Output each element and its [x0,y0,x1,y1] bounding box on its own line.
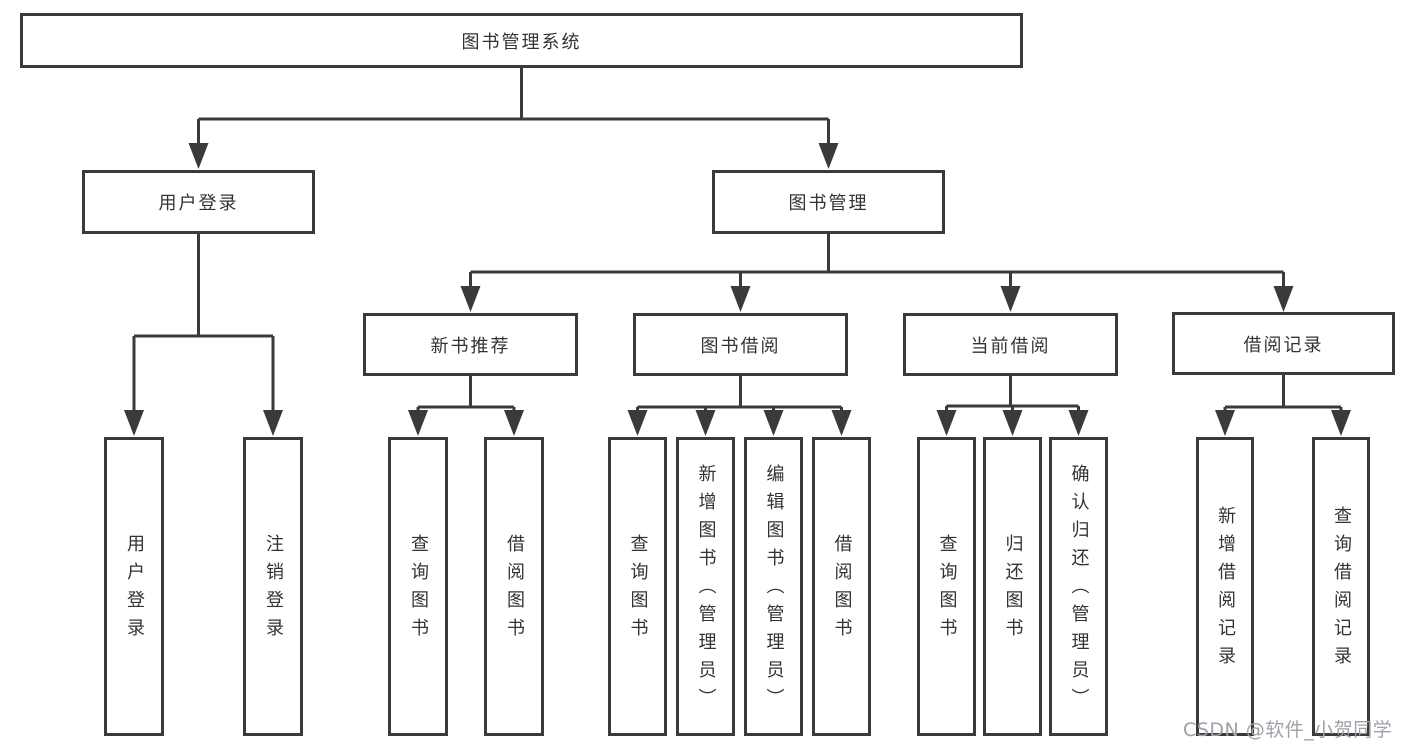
leaf-current-query-books: 查询图书 [917,437,976,736]
connector-user-login-to-leaves [124,234,283,436]
arrowhead [504,410,524,436]
arrowhead [188,143,209,169]
leaf-logout: 注销登录 [243,437,303,736]
leaf-add-borrow-record: 新增借阅记录 [1196,437,1254,736]
arrowhead [408,410,428,436]
connector-book-management-to-level3 [460,234,1294,312]
arrowhead [124,410,144,436]
arrowhead [1215,410,1235,436]
node-book-borrowing: 图书借阅 [633,313,848,376]
arrowhead [1002,410,1023,436]
node-new-book-recommend: 新书推荐 [363,313,578,376]
node-root: 图书管理系统 [20,13,1023,68]
leaf-user-login: 用户登录 [104,437,164,736]
arrowhead [730,286,751,312]
node-user-login: 用户登录 [82,170,315,234]
leaf-return-books: 归还图书 [983,437,1042,736]
leaf-query-borrow-record: 查询借阅记录 [1312,437,1370,736]
arrowhead [695,410,716,436]
arrowhead [1331,410,1351,436]
arrowhead [460,286,481,312]
connector-borrowing-records-to-leaves [1215,374,1351,436]
arrowhead [627,410,648,436]
node-book-management: 图书管理 [712,170,945,234]
leaf-newbook-query-books: 查询图书 [388,437,448,736]
arrowhead [1273,286,1294,312]
leaf-edit-books-admin: 编辑图书（管理员） [744,437,803,736]
leaf-confirm-return-admin: 确认归还（管理员） [1049,437,1108,736]
leaf-borrowing-borrow-books: 借阅图书 [812,437,871,736]
arrowhead [818,143,839,169]
arrowhead [1000,286,1021,312]
arrowhead [1068,410,1089,436]
connector-new-book-to-leaves [408,376,524,436]
arrowhead [263,410,283,436]
connector-book-borrowing-to-leaves [627,376,852,436]
leaf-add-books-admin: 新增图书（管理员） [676,437,735,736]
csdn-watermark: CSDN @软件_小贺同学 [1183,719,1393,741]
node-current-borrowing: 当前借阅 [903,313,1118,376]
leaf-borrowing-query-books: 查询图书 [608,437,667,736]
connector-current-borrowing-to-leaves [936,376,1089,436]
arrowhead [763,410,784,436]
arrowhead [831,410,852,436]
node-borrowing-records: 借阅记录 [1172,312,1395,375]
arrowhead [936,410,957,436]
connector-root-to-level2 [188,67,839,169]
leaf-newbook-borrow-books: 借阅图书 [484,437,544,736]
